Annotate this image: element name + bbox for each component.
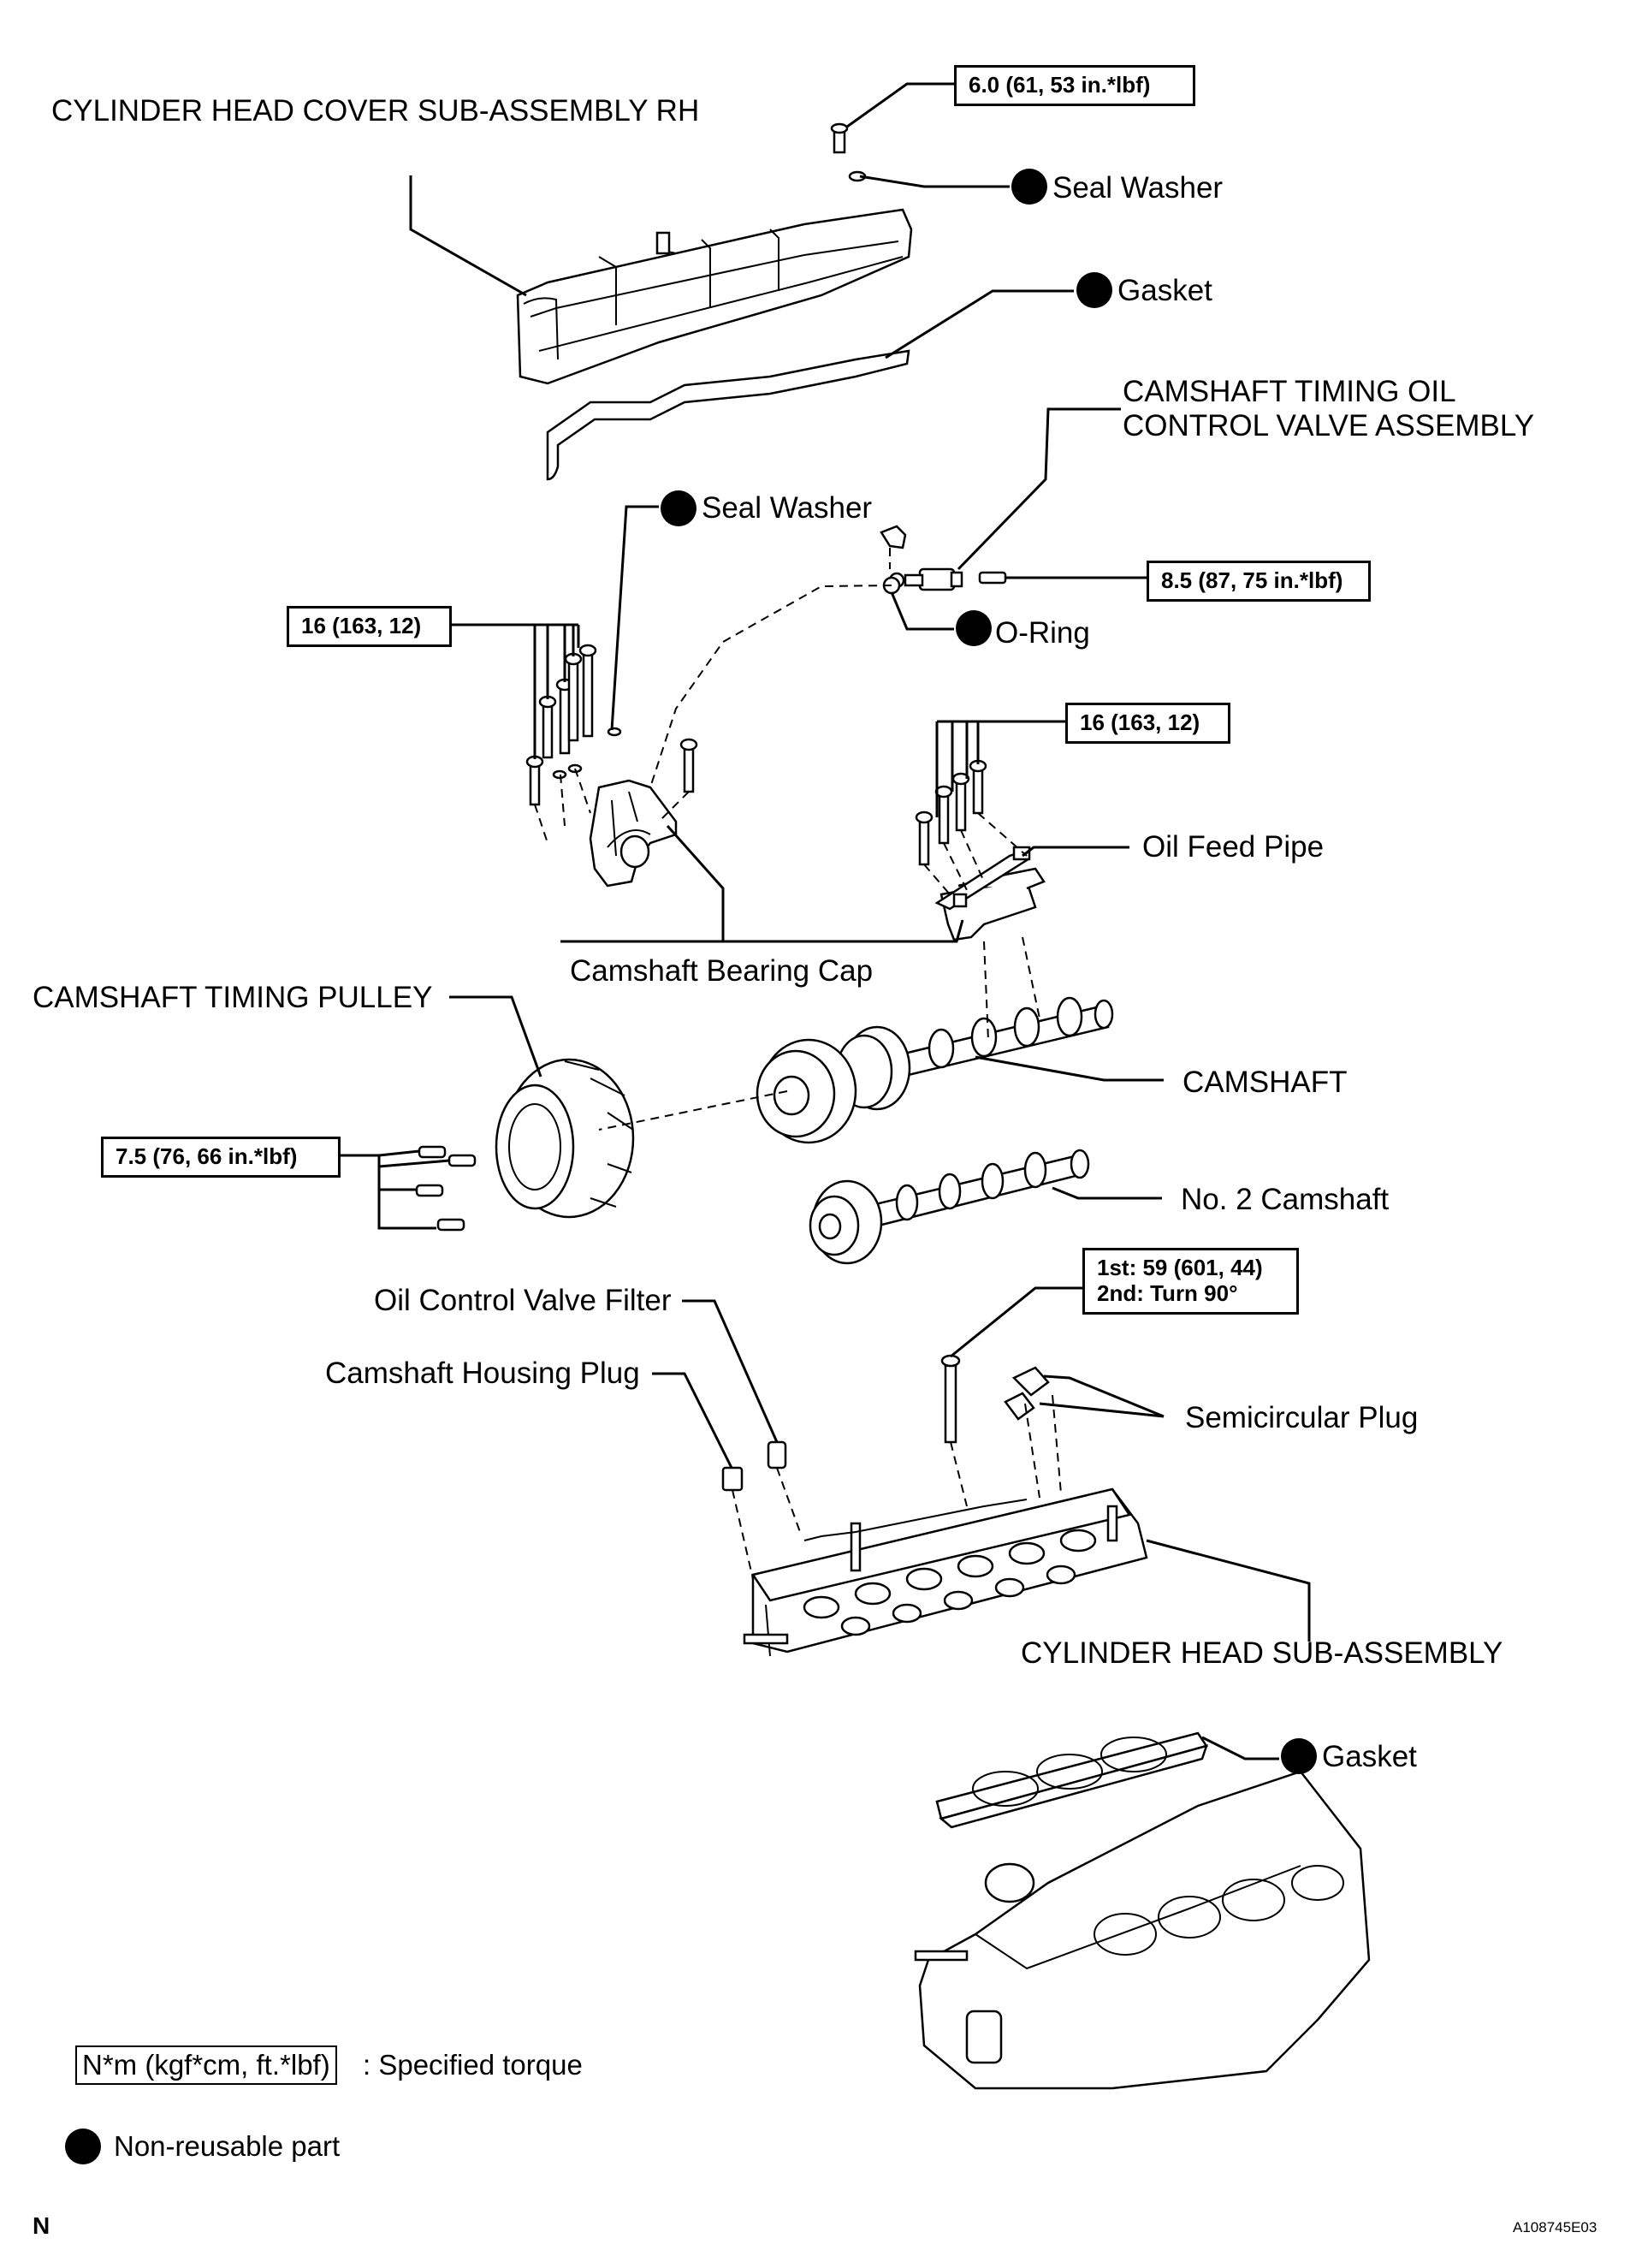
label-camshaft: CAMSHAFT: [1182, 1066, 1348, 1099]
bearing-cap-front: [589, 779, 678, 888]
camshaft-part: [756, 996, 1114, 1144]
label-no2-camshaft: No. 2 Camshaft: [1181, 1183, 1390, 1216]
label-o-ring: O-Ring: [995, 616, 1090, 650]
torque-cover-bolt: 6.0 (61, 53 in.*lbf): [954, 65, 1195, 106]
legend-torque-text: : Specified torque: [363, 2049, 583, 2081]
ocv-assembly: [880, 525, 1007, 595]
no2-camshaft-part: [809, 1149, 1090, 1265]
corner-letter: N: [33, 2212, 50, 2239]
torque-head-bolts: 1st: 59 (601, 44) 2nd: Turn 90°: [1082, 1248, 1299, 1315]
torque-cap-bolts-left: 16 (163, 12): [287, 606, 452, 647]
nonreusable-marker-icon: [661, 490, 696, 526]
label-ocv-assembly: CAMSHAFT TIMING OIL CONTROL VALVE ASSEMB…: [1123, 375, 1535, 443]
legend-torque-box: N*m (kgf*cm, ft.*lbf): [75, 2045, 337, 2085]
head-bolt-part: [940, 1354, 961, 1444]
label-seal-washer-mid: Seal Washer: [702, 491, 873, 525]
torque-pulley-bolts: 7.5 (76, 66 in.*lbf): [101, 1137, 341, 1178]
nonreusable-marker-icon: [1076, 272, 1112, 308]
ocv-filter-part: [767, 1440, 787, 1469]
engine-block-part: [914, 1770, 1371, 2090]
nonreusable-marker-icon: [1011, 169, 1047, 205]
figure-id: A108745E03: [1513, 2219, 1597, 2235]
legend-nonreusable-icon: [65, 2128, 101, 2164]
label-gasket-bottom: Gasket: [1322, 1740, 1417, 1773]
timing-pulley-part: [495, 1058, 635, 1219]
torque-ocv-bolt: 8.5 (87, 75 in.*lbf): [1147, 561, 1371, 602]
cover-gasket: [546, 349, 910, 481]
nonreusable-marker-icon: [956, 610, 992, 646]
cover-bolt: [830, 122, 867, 182]
cylinder-head-part: [743, 1487, 1148, 1657]
semicircular-plug-part: [1004, 1366, 1050, 1421]
label-seal-washer-top: Seal Washer: [1052, 171, 1224, 205]
label-cylinder-head: CYLINDER HEAD SUB-ASSEMBLY: [1021, 1636, 1503, 1670]
pulley-bolts: [415, 1145, 477, 1232]
label-gasket-top: Gasket: [1117, 274, 1212, 307]
cap-bolts-left: [525, 644, 698, 806]
label-cylinder-head-cover: CYLINDER HEAD COVER SUB-ASSEMBLY RH: [51, 94, 700, 128]
label-semicircular-plug: Semicircular Plug: [1185, 1401, 1419, 1434]
head-gasket-part: [935, 1731, 1209, 1829]
cylinder-head-cover: [516, 208, 913, 385]
label-housing-plug: Camshaft Housing Plug: [325, 1357, 640, 1390]
legend-nonreusable-text: Non-reusable part: [114, 2130, 341, 2162]
bearing-caps-right: [934, 846, 1046, 941]
label-ocv-filter: Oil Control Valve Filter: [374, 1284, 672, 1317]
nonreusable-marker-icon: [1281, 1738, 1317, 1774]
housing-plug-part: [721, 1466, 744, 1492]
torque-cap-bolts-right: 16 (163, 12): [1065, 703, 1230, 744]
label-bearing-cap: Camshaft Bearing Cap: [570, 954, 874, 988]
label-timing-pulley: CAMSHAFT TIMING PULLEY: [33, 981, 433, 1014]
label-oil-feed-pipe: Oil Feed Pipe: [1142, 830, 1325, 864]
